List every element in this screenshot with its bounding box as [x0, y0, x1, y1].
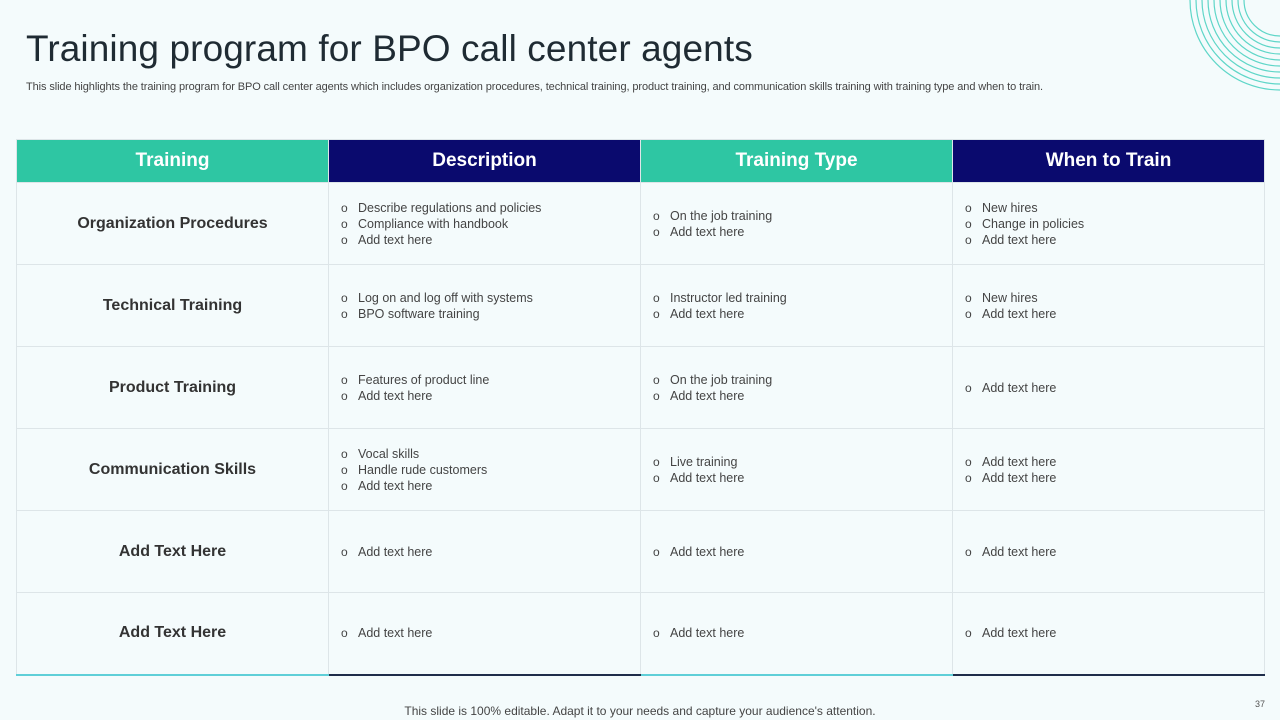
list-item: New hires	[965, 200, 1264, 216]
table-row: Technical TrainingLog on and log off wit…	[16, 264, 1265, 347]
row-training-name: Technical Training	[16, 264, 329, 347]
list-item: Add text here	[341, 232, 640, 248]
table-row: Organization ProceduresDescribe regulati…	[16, 182, 1265, 265]
cell-when: Add text here	[952, 592, 1265, 676]
cell-description: Features of product lineAdd text here	[328, 346, 641, 429]
list-item: Live training	[653, 454, 952, 470]
rings-graphic	[1189, 0, 1280, 91]
list-item: Features of product line	[341, 372, 640, 388]
bullet-list: Add text here	[953, 380, 1264, 396]
bullet-list: On the job trainingAdd text here	[641, 372, 952, 404]
list-item: On the job training	[653, 372, 952, 388]
table-row: Communication SkillsVocal skillsHandle r…	[16, 428, 1265, 511]
table-body: Organization ProceduresDescribe regulati…	[16, 182, 1265, 676]
list-item: Change in policies	[965, 216, 1264, 232]
list-item: Add text here	[653, 544, 952, 560]
list-item: Add text here	[653, 470, 952, 486]
cell-description: Vocal skillsHandle rude customersAdd tex…	[328, 428, 641, 511]
page-title: Training program for BPO call center age…	[26, 28, 753, 69]
bullet-list: Add text here	[953, 625, 1264, 641]
cell-type: On the job trainingAdd text here	[640, 182, 953, 265]
list-item: On the job training	[653, 208, 952, 224]
bullet-list: On the job trainingAdd text here	[641, 208, 952, 240]
list-item: Log on and log off with systems	[341, 290, 640, 306]
page-number: 37	[1254, 699, 1265, 709]
cell-type: Add text here	[640, 510, 953, 593]
list-item: Handle rude customers	[341, 462, 640, 478]
list-item: Add text here	[965, 306, 1264, 322]
list-item: Add text here	[965, 232, 1264, 248]
bullet-list: Add text here	[329, 625, 640, 641]
row-training-name: Product Training	[16, 346, 329, 429]
footer-note: This slide is 100% editable. Adapt it to…	[404, 704, 876, 718]
cell-type: Instructor led trainingAdd text here	[640, 264, 953, 347]
bullet-list: Describe regulations and policiesComplia…	[329, 200, 640, 248]
cell-description: Add text here	[328, 510, 641, 593]
list-item: Add text here	[965, 544, 1264, 560]
list-item: Add text here	[965, 380, 1264, 396]
bullet-list: Log on and log off with systemsBPO softw…	[329, 290, 640, 322]
list-item: Add text here	[341, 478, 640, 494]
table-row: Product TrainingFeatures of product line…	[16, 346, 1265, 429]
row-training-name: Organization Procedures	[16, 182, 329, 265]
cell-when: Add text here	[952, 510, 1265, 593]
list-item: Add text here	[341, 625, 640, 641]
cell-description: Describe regulations and policiesComplia…	[328, 182, 641, 265]
row-training-name: Add Text Here	[16, 510, 329, 593]
list-item: BPO software training	[341, 306, 640, 322]
list-item: Add text here	[341, 544, 640, 560]
list-item: New hires	[965, 290, 1264, 306]
concentric-rings-decoration	[1180, 0, 1280, 95]
list-item: Compliance with handbook	[341, 216, 640, 232]
list-item: Add text here	[965, 470, 1264, 486]
bullet-list: New hiresChange in policiesAdd text here	[953, 200, 1264, 248]
list-item: Add text here	[653, 306, 952, 322]
list-item: Instructor led training	[653, 290, 952, 306]
bullet-list: Add text here	[641, 625, 952, 641]
bullet-list: Instructor led trainingAdd text here	[641, 290, 952, 322]
cell-when: New hiresChange in policiesAdd text here	[952, 182, 1265, 265]
training-program-table: Training Description Training Type When …	[16, 139, 1265, 676]
list-item: Describe regulations and policies	[341, 200, 640, 216]
row-training-name: Communication Skills	[16, 428, 329, 511]
cell-description: Log on and log off with systemsBPO softw…	[328, 264, 641, 347]
table-row: Add Text Here Add text here Add text here A…	[16, 510, 1265, 593]
cell-type: Live trainingAdd text here	[640, 428, 953, 511]
header-training-type: Training Type	[640, 139, 953, 183]
header-description: Description	[328, 139, 641, 183]
page-subtitle: This slide highlights the training progr…	[26, 81, 1043, 93]
bullet-list: Live trainingAdd text here	[641, 454, 952, 486]
table-row: Add Text Here Add text here Add text here A…	[16, 592, 1265, 676]
header-training: Training	[16, 139, 329, 183]
cell-type: On the job trainingAdd text here	[640, 346, 953, 429]
cell-description: Add text here	[328, 592, 641, 676]
bullet-list: Add text here	[953, 544, 1264, 560]
list-item: Add text here	[653, 224, 952, 240]
list-item: Vocal skills	[341, 446, 640, 462]
list-item: Add text here	[965, 625, 1264, 641]
cell-when: New hiresAdd text here	[952, 264, 1265, 347]
header-when-to-train: When to Train	[952, 139, 1265, 183]
bullet-list: Add text here	[641, 544, 952, 560]
list-item: Add text here	[965, 454, 1264, 470]
cell-type: Add text here	[640, 592, 953, 676]
table-header-row: Training Description Training Type When …	[16, 139, 1265, 183]
bullet-list: Vocal skillsHandle rude customersAdd tex…	[329, 446, 640, 494]
list-item: Add text here	[341, 388, 640, 404]
list-item: Add text here	[653, 388, 952, 404]
row-training-name: Add Text Here	[16, 592, 329, 676]
list-item: Add text here	[653, 625, 952, 641]
bullet-list: Add text here	[329, 544, 640, 560]
bullet-list: New hiresAdd text here	[953, 290, 1264, 322]
cell-when: Add text here	[952, 346, 1265, 429]
bullet-list: Features of product lineAdd text here	[329, 372, 640, 404]
